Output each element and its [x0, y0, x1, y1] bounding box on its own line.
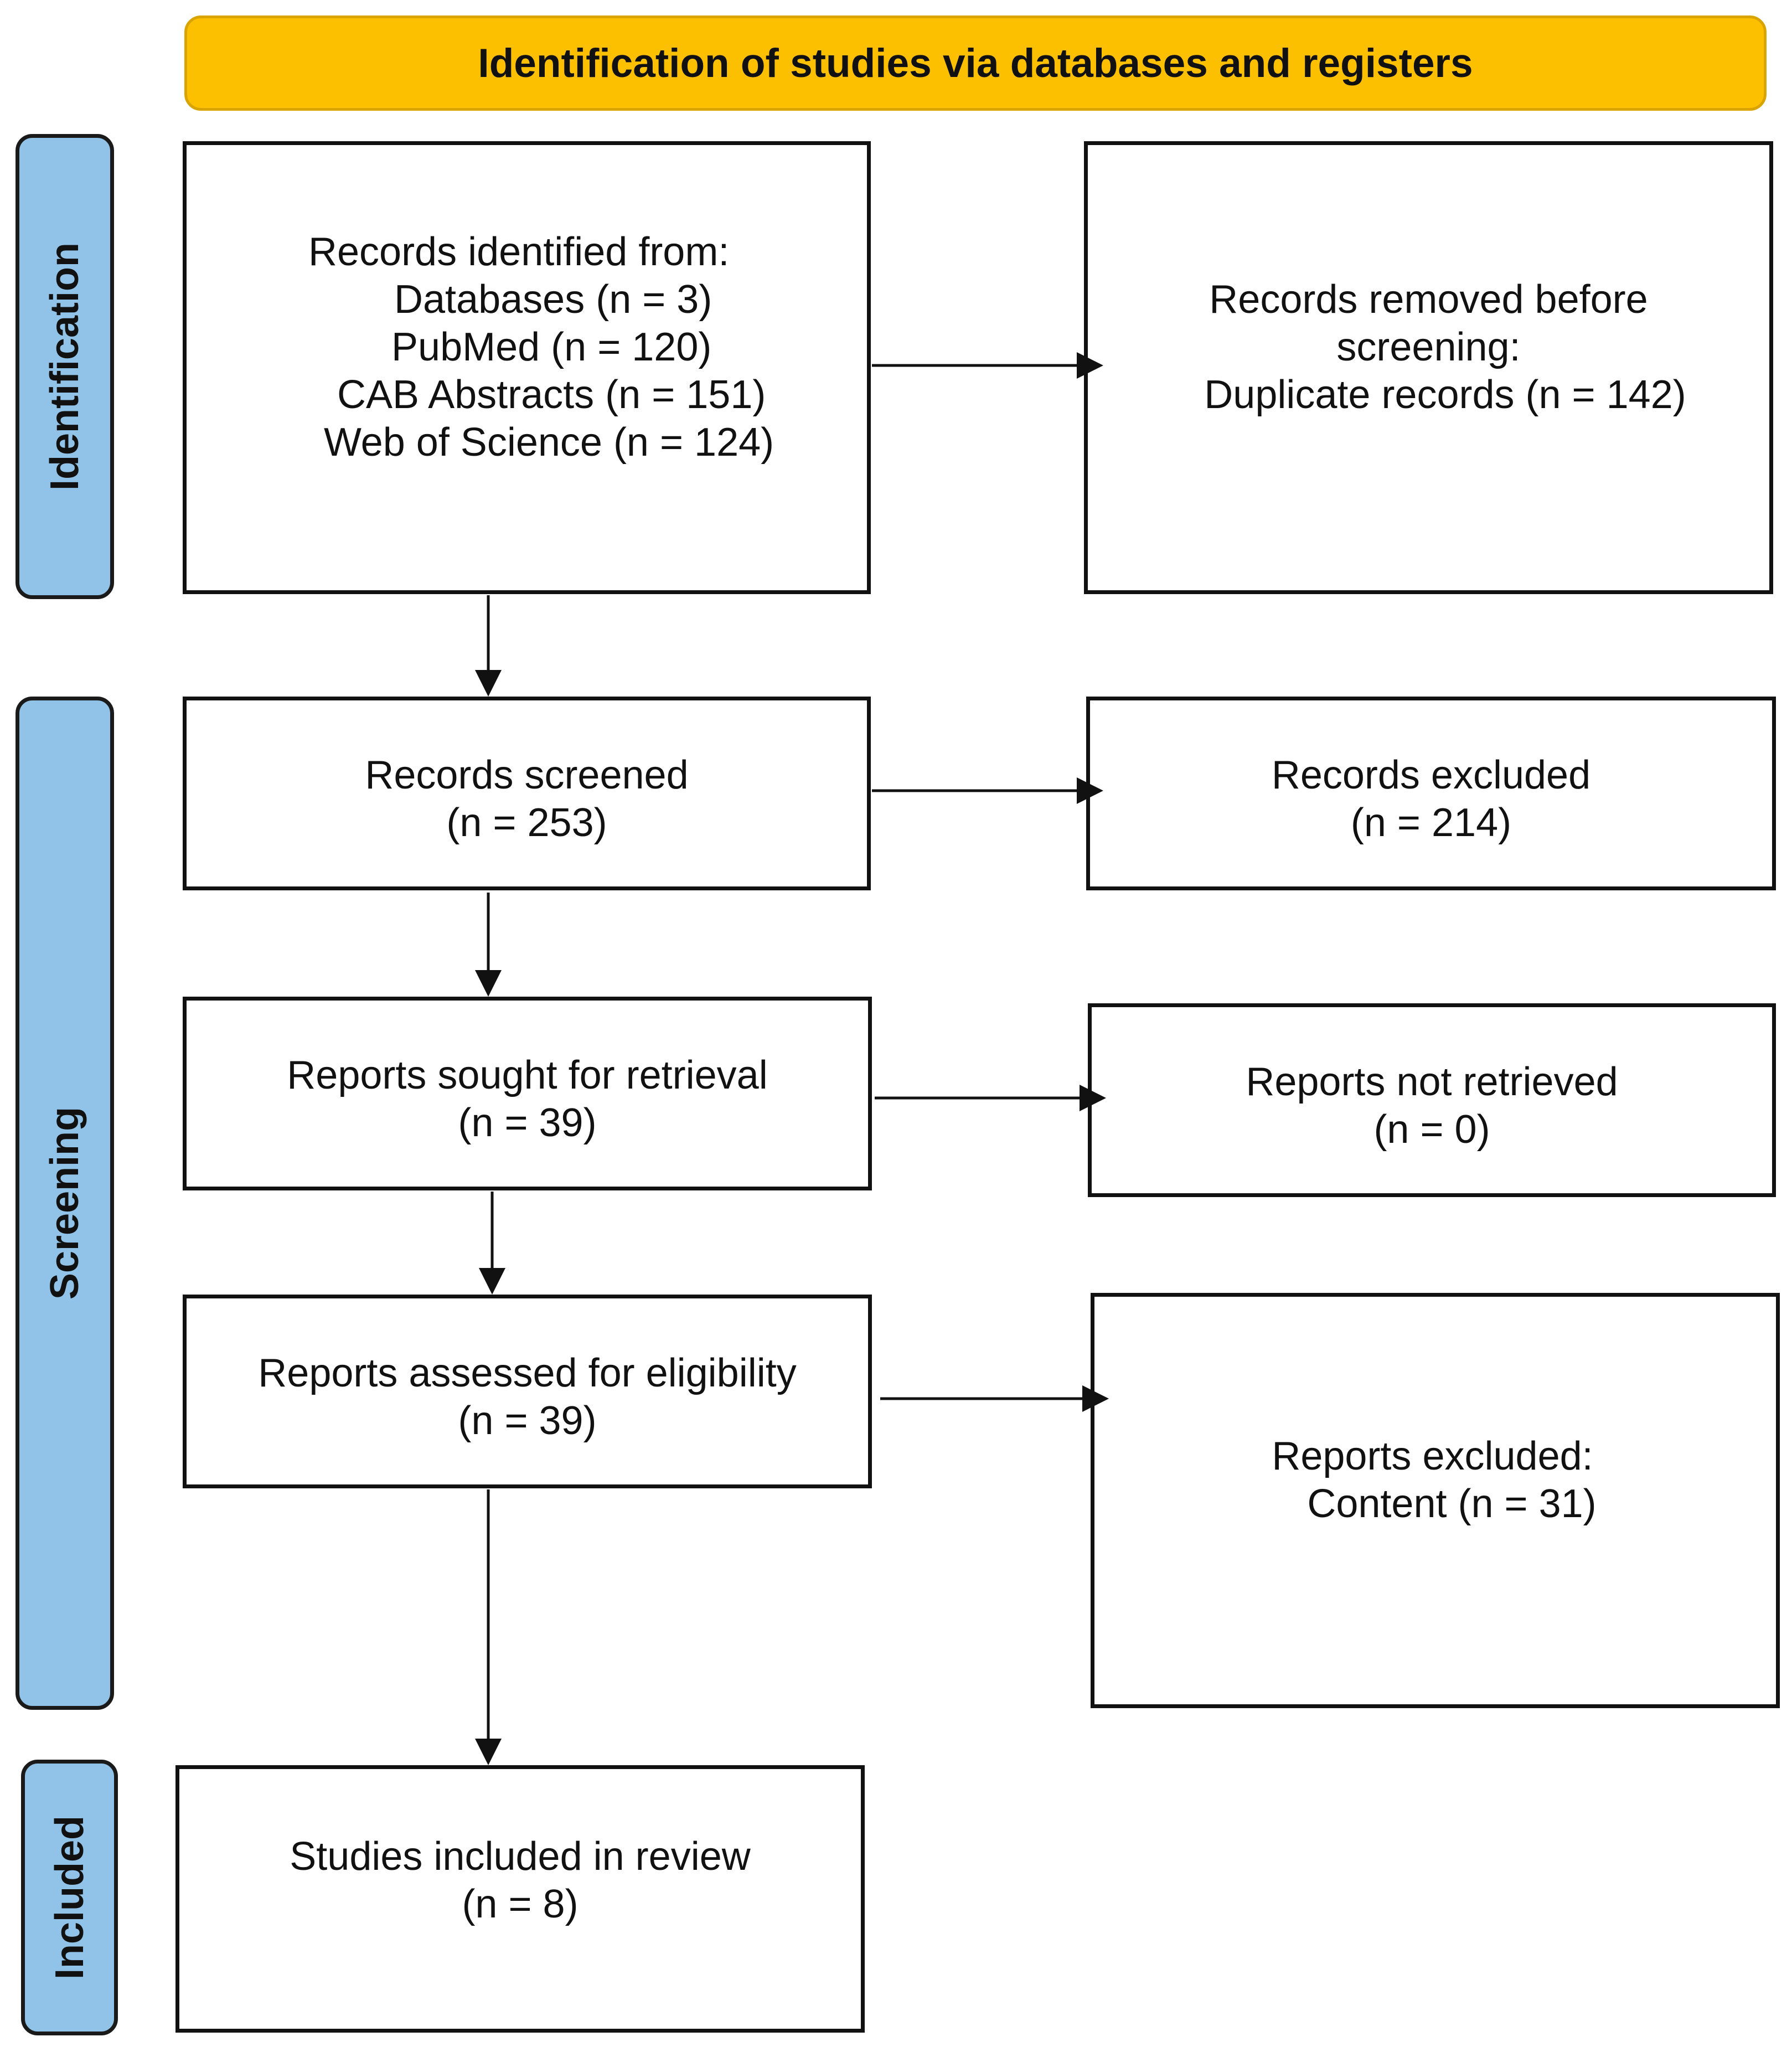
- records-screened-count: (n = 253): [446, 801, 607, 845]
- arrowhead-sought: [475, 970, 502, 997]
- arrowhead-reports-excluded: [1082, 1385, 1109, 1412]
- records-identified-box: Records identified from: Databases (n = …: [183, 141, 871, 594]
- records-removed-line2: screening:: [1336, 325, 1521, 369]
- reports-assessed-box: Reports assessed for eligibility (n = 39…: [183, 1295, 872, 1488]
- reports-excluded-content: Content (n = 31): [1307, 1482, 1597, 1526]
- records-excluded-count: (n = 214): [1350, 801, 1512, 845]
- records-identified-heading: Records identified from:: [308, 230, 730, 274]
- reports-not-retrieved-box: Reports not retrieved (n = 0): [1088, 1003, 1776, 1197]
- reports-sought-count: (n = 39): [458, 1101, 597, 1145]
- phase-identification: Identification: [16, 134, 114, 599]
- phase-screening: Screening: [16, 697, 114, 1710]
- reports-sought-label: Reports sought for retrieval: [287, 1053, 768, 1097]
- reports-assessed-label: Reports assessed for eligibility: [258, 1351, 797, 1395]
- reports-assessed-count: (n = 39): [458, 1399, 597, 1443]
- reports-not-retrieved-count: (n = 0): [1373, 1107, 1490, 1152]
- studies-included-count: (n = 8): [462, 1882, 579, 1926]
- arrowhead-excluded: [1077, 777, 1103, 804]
- reports-excluded-label: Reports excluded:: [1272, 1434, 1593, 1478]
- arrowhead-included: [475, 1739, 502, 1765]
- records-identified-wos: Web of Science (n = 124): [324, 420, 774, 465]
- records-removed-duplicates: Duplicate records (n = 142): [1204, 373, 1686, 417]
- arrowhead-screened: [475, 670, 502, 697]
- records-identified-pubmed: PubMed (n = 120): [391, 325, 712, 369]
- header-banner: Identification of studies via databases …: [184, 16, 1767, 111]
- studies-included-label: Studies included in review: [290, 1834, 751, 1879]
- header-title: Identification of studies via databases …: [478, 40, 1473, 86]
- studies-included-box: Studies included in review (n = 8): [175, 1765, 865, 2033]
- records-excluded-box: Records excluded (n = 214): [1086, 697, 1776, 890]
- records-identified-cab: CAB Abstracts (n = 151): [337, 373, 766, 417]
- arrowhead-not-retrieved: [1080, 1085, 1106, 1111]
- records-removed-line1: Records removed before: [1209, 277, 1648, 322]
- records-identified-databases: Databases (n = 3): [394, 277, 712, 322]
- records-screened-box: Records screened (n = 253): [183, 697, 871, 890]
- reports-excluded-box: Reports excluded: Content (n = 31): [1091, 1293, 1780, 1708]
- reports-not-retrieved-label: Reports not retrieved: [1246, 1060, 1618, 1104]
- phase-included: Included: [21, 1760, 118, 2035]
- reports-sought-box: Reports sought for retrieval (n = 39): [183, 997, 872, 1190]
- records-excluded-label: Records excluded: [1271, 753, 1591, 797]
- arrowhead-assessed: [479, 1268, 505, 1295]
- records-screened-label: Records screened: [365, 753, 689, 797]
- arrowhead-removed: [1077, 352, 1103, 379]
